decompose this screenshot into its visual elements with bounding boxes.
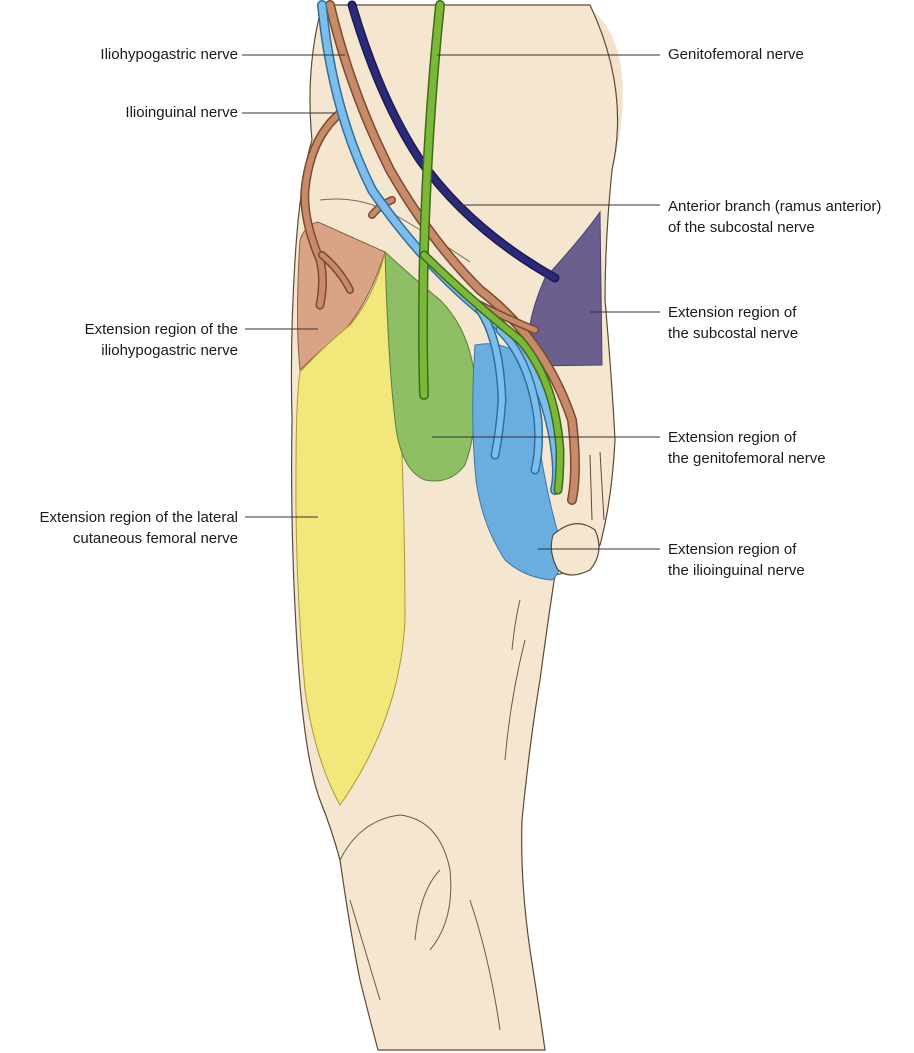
label-ilioinguinal-nerve: Ilioinguinal nerve <box>125 102 238 123</box>
label-iliohypogastric-nerve: Iliohypogastric nerve <box>100 44 238 65</box>
label-genitofemoral-nerve: Genitofemoral nerve <box>668 44 804 65</box>
label-ext-subcostal: Extension region of the subcostal nerve <box>668 302 798 344</box>
label-ext-lateral-cutaneous: Extension region of the lateral cutaneou… <box>40 507 238 549</box>
label-ext-genitofemoral: Extension region of the genitofemoral ne… <box>668 427 826 469</box>
label-ext-ilioinguinal: Extension region of the ilioinguinal ner… <box>668 539 805 581</box>
label-ext-iliohypogastric: Extension region of the iliohypogastric … <box>85 319 238 361</box>
label-anterior-branch-subcostal: Anterior branch (ramus anterior) of the … <box>668 196 881 238</box>
